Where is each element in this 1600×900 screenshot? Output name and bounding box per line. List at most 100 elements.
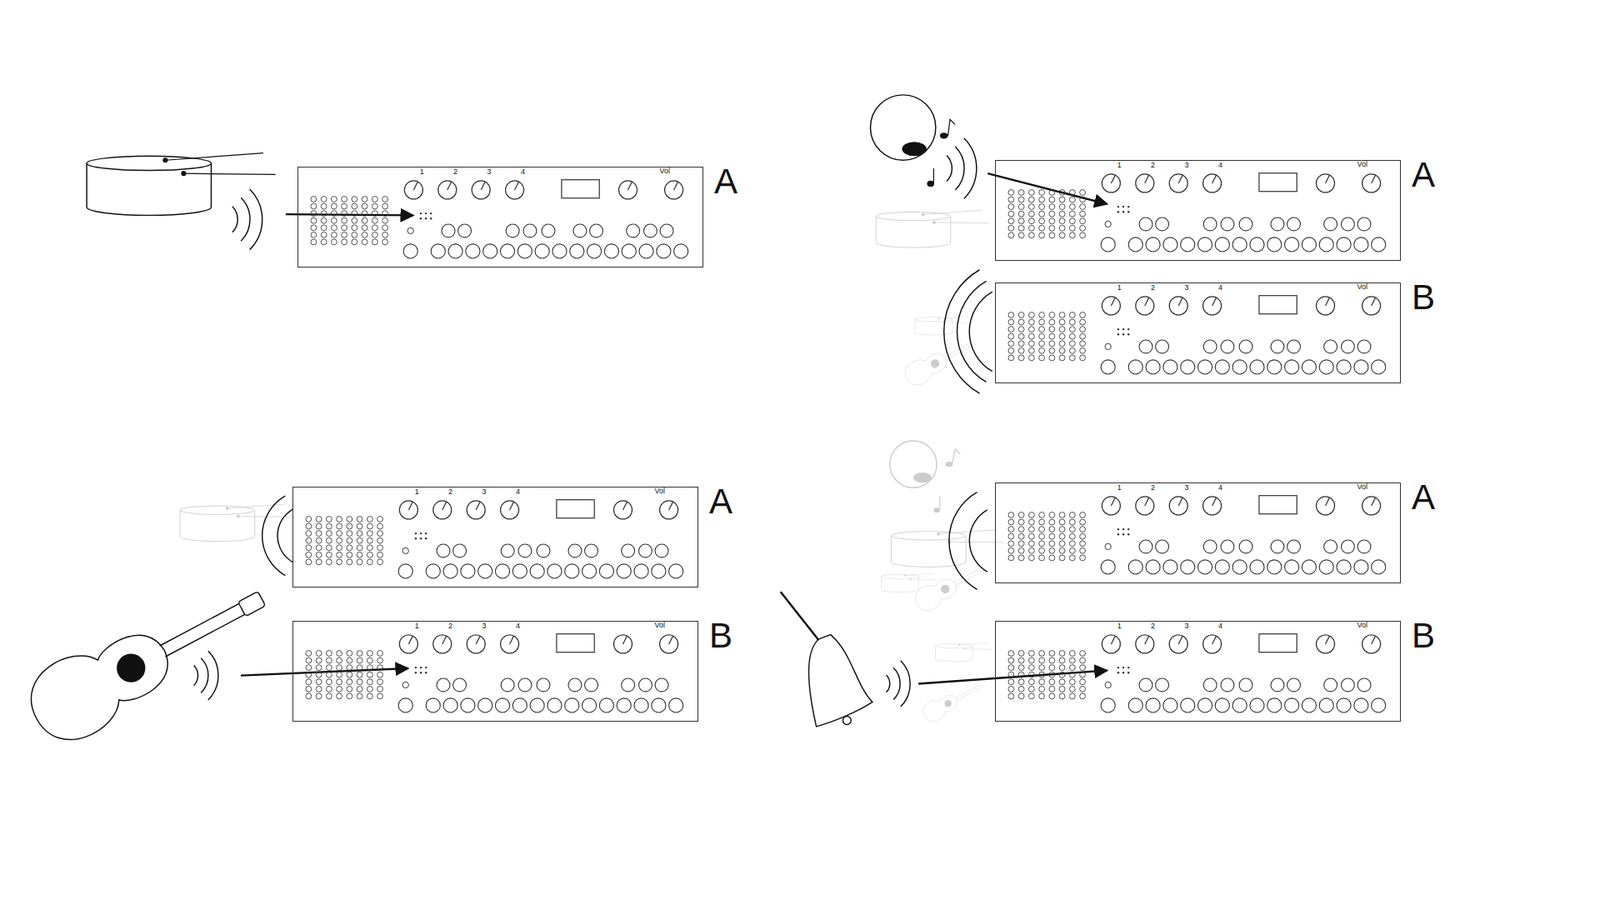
- speaker-hole: [346, 665, 353, 671]
- step-button: [1371, 698, 1386, 713]
- display: [556, 634, 595, 653]
- speaker-hole: [1069, 512, 1075, 519]
- knob: [433, 500, 452, 520]
- speaker-hole: [356, 530, 363, 537]
- faded-music-notes-part: [945, 461, 953, 467]
- knob-pointer: [1145, 497, 1150, 506]
- button: [1287, 340, 1301, 354]
- knob-number: 4: [1218, 284, 1223, 292]
- speaker-hole: [1069, 540, 1075, 547]
- knob: [613, 500, 632, 520]
- speaker-hole: [1049, 333, 1055, 340]
- speaker-hole: [346, 671, 353, 678]
- led: [407, 227, 414, 234]
- speaker-hole: [1018, 533, 1025, 540]
- speaker-hole: [1069, 210, 1075, 217]
- step-button: [1145, 698, 1160, 713]
- button: [1270, 217, 1285, 231]
- knob-number: 4: [515, 622, 520, 630]
- speaker-hole: [1028, 355, 1035, 361]
- knob-pointer: [628, 181, 633, 190]
- speaker-hole: [341, 196, 348, 203]
- speaker-hole: [1059, 519, 1065, 525]
- step-button: [1197, 237, 1212, 252]
- knob: [438, 180, 457, 200]
- knob-number: 2: [453, 168, 458, 176]
- step-button: [398, 698, 413, 713]
- microphone-hole: [1117, 528, 1120, 530]
- speaker-hole: [305, 693, 312, 700]
- knob-number: 3: [1185, 484, 1190, 492]
- speaker-hole: [336, 693, 343, 700]
- knob-pointer: [1178, 635, 1183, 645]
- button: [541, 224, 555, 238]
- button: [1239, 678, 1253, 692]
- knob-pointer: [1110, 175, 1115, 184]
- knob: [500, 500, 520, 520]
- speaker-hole: [366, 523, 373, 530]
- speaker-hole: [361, 203, 368, 210]
- speaker-hole: [336, 551, 343, 558]
- speaker-hole: [1018, 312, 1025, 319]
- speaker-hole: [351, 196, 358, 203]
- speaker-hole: [305, 537, 312, 544]
- step-button: [570, 244, 585, 259]
- speaker-hole: [1039, 512, 1045, 519]
- speaker-hole: [1039, 693, 1045, 700]
- knob-pointer: [1212, 297, 1217, 306]
- speaker-hole: [1069, 225, 1075, 231]
- knob-body: [1169, 296, 1188, 315]
- button: [655, 544, 669, 558]
- step-button: [1232, 698, 1247, 713]
- button: [585, 678, 599, 692]
- speaker-hole: [336, 559, 343, 565]
- step-button: [1354, 237, 1369, 252]
- speaker-hole: [1059, 555, 1065, 561]
- speaker-hole: [310, 239, 317, 245]
- speaker-hole: [1049, 512, 1055, 519]
- speaker-hole: [1080, 196, 1086, 203]
- step-button: [582, 698, 597, 713]
- speaker-hole: [1028, 225, 1035, 231]
- speaker-hole: [341, 203, 348, 210]
- knob-pointer: [1212, 175, 1217, 184]
- speaker-hole: [1049, 533, 1055, 540]
- speaker-hole: [1069, 347, 1075, 354]
- sampler-device: B1234Vol: [292, 620, 699, 722]
- speaker-hole: [1069, 218, 1075, 225]
- knob-body: [466, 500, 485, 520]
- knob-body: [505, 180, 525, 200]
- speaker-hole: [356, 551, 363, 558]
- speaker-hole: [382, 217, 389, 224]
- knob-pointer: [1178, 297, 1183, 306]
- speaker-hole: [366, 559, 373, 565]
- step-button: [530, 564, 545, 579]
- knob: [618, 180, 637, 200]
- speaker-hole: [1069, 232, 1075, 239]
- speaker-hole: [1049, 218, 1055, 225]
- speaker-hole: [305, 530, 312, 537]
- speaker-hole: [315, 545, 322, 551]
- step-button: [1128, 360, 1143, 375]
- speaker-hole: [1080, 526, 1086, 533]
- speaker-hole: [1049, 555, 1055, 561]
- speaker-hole: [361, 217, 368, 224]
- music-notes-part: [940, 132, 949, 139]
- step-button: [1232, 360, 1247, 375]
- speaker-hole: [1080, 225, 1086, 231]
- knob-pointer: [1110, 297, 1115, 306]
- knob-number: 2: [448, 622, 453, 630]
- knob-number: 3: [1185, 622, 1190, 630]
- volume-label: Vol: [654, 487, 665, 495]
- speaker-hole: [351, 225, 358, 231]
- speaker-waves: [262, 495, 294, 576]
- button: [436, 678, 450, 692]
- speaker-hole: [1069, 671, 1075, 678]
- speaker-hole: [377, 685, 384, 692]
- device-controls: [1008, 495, 1386, 575]
- button: [1220, 678, 1235, 692]
- speaker-hole: [1018, 347, 1025, 354]
- knob: [1135, 296, 1155, 315]
- step-button: [599, 564, 614, 579]
- speaker-hole: [1049, 355, 1055, 361]
